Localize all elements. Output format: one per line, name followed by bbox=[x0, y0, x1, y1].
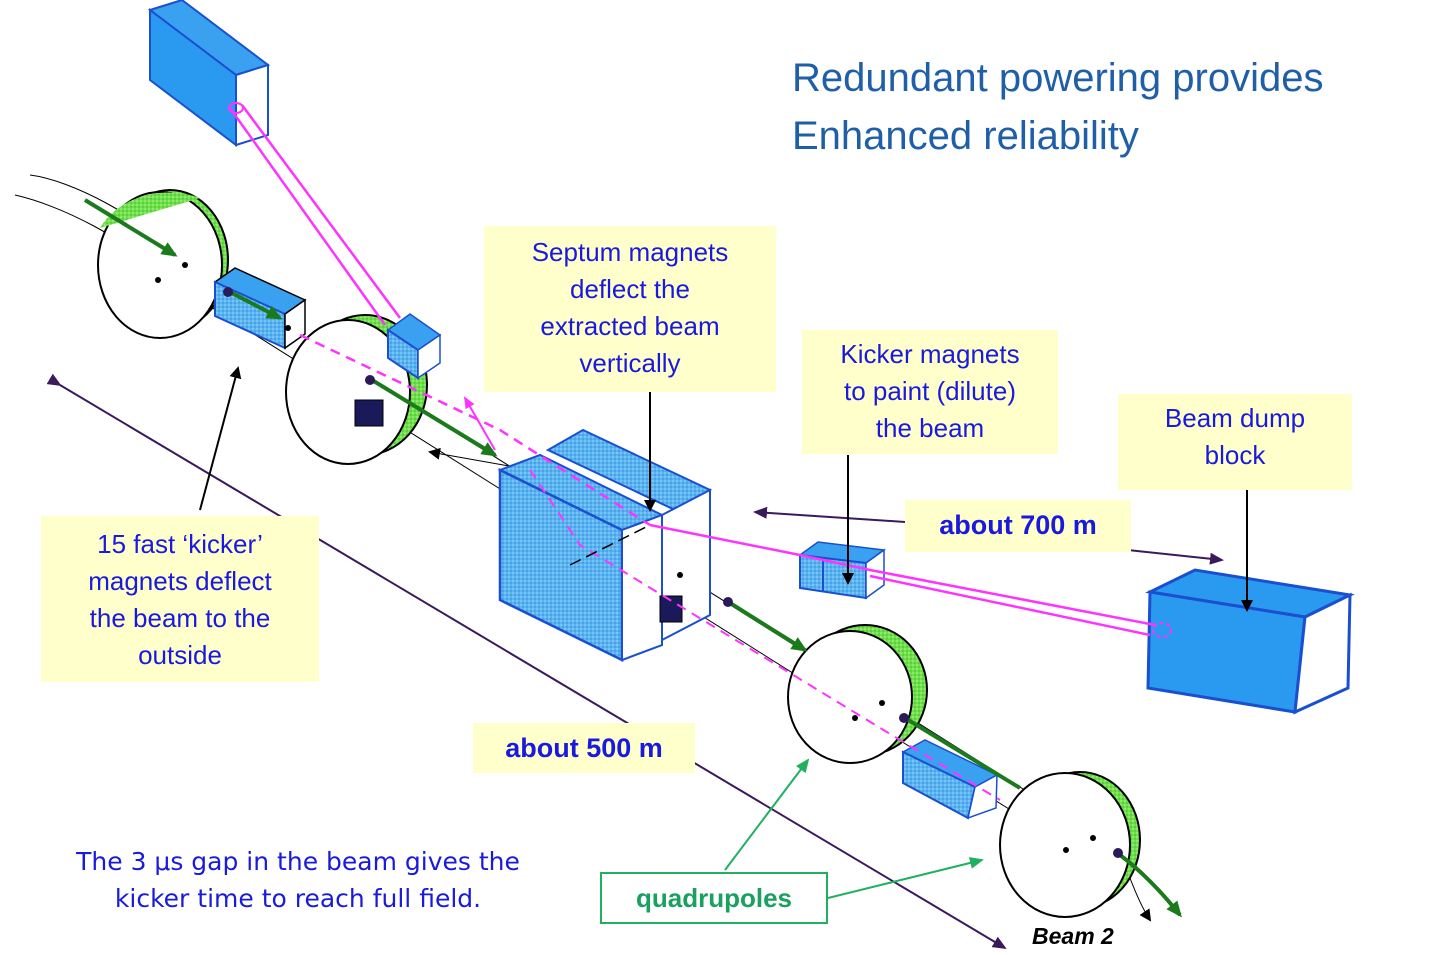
beam-dump-label-line: block bbox=[1204, 440, 1266, 470]
beam-arrow-5 bbox=[903, 716, 1022, 790]
extracted-beam-solid bbox=[649, 523, 1156, 627]
fast-kicker-magnet bbox=[213, 267, 307, 350]
beam-arrow-4 bbox=[728, 601, 808, 652]
extracted-beam-dashed bbox=[299, 333, 651, 527]
quadrupole-1 bbox=[97, 189, 229, 339]
distance-500-label: about 500 m bbox=[473, 723, 695, 773]
distance-700-arrow-left bbox=[753, 506, 906, 523]
beam-dump-label-line: Beam dump bbox=[1164, 403, 1306, 433]
quadrupole-3 bbox=[787, 624, 928, 764]
distance-500-arrow bbox=[46, 373, 1007, 950]
fast-kicker-label-line: outside bbox=[138, 640, 222, 670]
septum-label-line: vertically bbox=[579, 348, 681, 378]
fast-kicker-label: 15 fast ‘kicker’ magnets deflect the bea… bbox=[41, 516, 319, 682]
distance-700-arrow-right bbox=[1127, 549, 1224, 565]
title-line-2: Enhanced reliability bbox=[792, 114, 1139, 158]
quadrupole-pointer-2 bbox=[827, 857, 984, 899]
beam-dump-block bbox=[1145, 568, 1355, 715]
fast-kicker-label-line: 15 fast ‘kicker’ bbox=[97, 529, 263, 559]
power-feed-line bbox=[228, 104, 402, 326]
gap-note-line: The 3 μs gap in the beam gives the bbox=[76, 847, 520, 876]
extracted-beam-lower bbox=[529, 469, 1001, 801]
septum-coil-icon bbox=[659, 595, 683, 623]
quadrupole-4 bbox=[999, 771, 1141, 918]
septum-label-line: Septum magnets bbox=[531, 237, 729, 267]
beam-arrow-6 bbox=[1118, 853, 1182, 918]
gap-note-line: kicker time to reach full field. bbox=[114, 884, 482, 913]
beam-arrow-1 bbox=[83, 198, 178, 257]
title-line-1: Redundant powering provides bbox=[792, 56, 1324, 100]
kicker-paint-label-line: Kicker magnets bbox=[840, 339, 1020, 369]
quadrupoles-label: quadrupoles bbox=[600, 872, 828, 924]
beam-arrow-3 bbox=[370, 378, 498, 457]
kicker-paint-label-line: the beam bbox=[875, 413, 985, 443]
dipole-magnet-lower bbox=[901, 739, 999, 820]
fast-kicker-label-line: magnets deflect bbox=[88, 566, 272, 596]
septum-label: Septum magnets deflect the extracted bea… bbox=[484, 226, 776, 392]
extraction-kicker-small bbox=[386, 313, 442, 380]
fast-kicker-pointer bbox=[199, 366, 242, 511]
septum-label-line: deflect the bbox=[570, 274, 690, 304]
fast-kicker-label-line: the beam to the bbox=[89, 603, 271, 633]
distance-700-label: about 700 m bbox=[905, 500, 1131, 552]
beam-arrow-2 bbox=[229, 290, 283, 320]
septum-axis-line bbox=[569, 524, 651, 566]
quadrupole-pointer-1 bbox=[724, 758, 810, 871]
septum-magnet bbox=[497, 428, 713, 663]
kicker-paint-label: Kicker magnets to paint (dilute) the bea… bbox=[802, 330, 1058, 454]
kicker-coil-icon bbox=[354, 399, 384, 427]
kicker-paint-label-line: to paint (dilute) bbox=[844, 376, 1016, 406]
gap-note: The 3 μs gap in the beam gives the kicke… bbox=[36, 843, 560, 917]
beam-2-label: Beam 2 bbox=[1032, 923, 1114, 949]
extracted-beam-return bbox=[869, 574, 1151, 637]
septum-power-supply-box bbox=[147, 0, 271, 148]
beam-dump-label: Beam dump block bbox=[1118, 394, 1352, 490]
extracted-beam-feed bbox=[464, 396, 496, 451]
septum-label-line: extracted beam bbox=[540, 311, 720, 341]
